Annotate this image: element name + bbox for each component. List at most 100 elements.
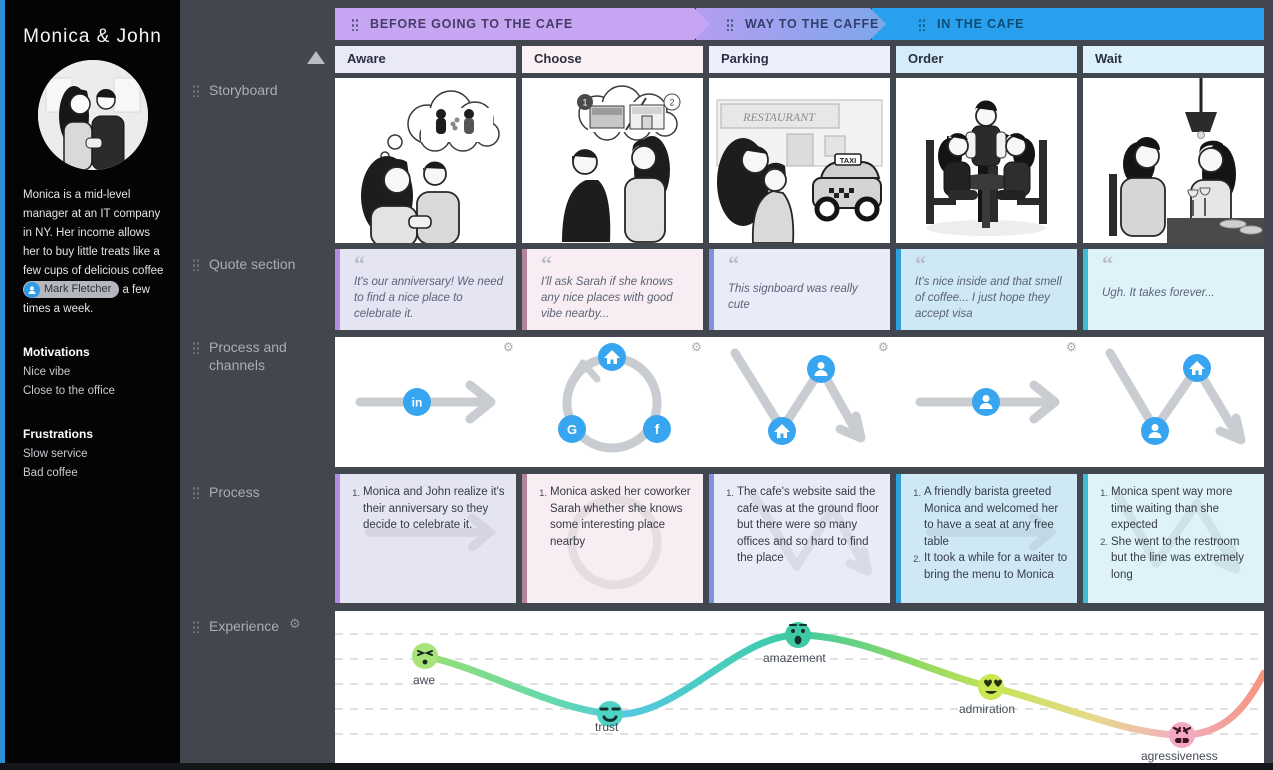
process-item: 1.A friendly barista greeted Monica and … bbox=[913, 486, 1059, 548]
quote-mark-icon: “ bbox=[541, 251, 552, 276]
svg-text:G: G bbox=[567, 422, 577, 437]
person-channel-icon bbox=[1141, 417, 1169, 445]
emoji-trust[interactable] bbox=[597, 701, 623, 727]
storyboard-cell-parking[interactable]: RESTAURANT TAXI bbox=[709, 78, 890, 243]
faded-zigzag-shape bbox=[748, 489, 872, 576]
experience-row[interactable]: awe trust amazement admiration agressive… bbox=[335, 611, 1264, 763]
svg-text:in: in bbox=[412, 396, 423, 410]
row-label-text: Process and channels bbox=[209, 339, 287, 373]
window-accent-strip bbox=[0, 0, 5, 763]
column-header-aware[interactable]: Aware bbox=[335, 46, 516, 73]
quote-cell-parking[interactable]: “ This signboard was really cute bbox=[709, 249, 890, 330]
process-and-channels-row[interactable]: in G f ⚙ ⚙ ⚙ ⚙ bbox=[335, 337, 1264, 467]
motivations-title: Motivations bbox=[23, 345, 90, 359]
stage-way-to-the-caffe[interactable]: WAY TO THE CAFFE bbox=[696, 8, 886, 40]
faded-arrow-shape bbox=[364, 513, 497, 552]
process-cell-aware[interactable]: 1.Monica and John realize it's their ann… bbox=[335, 474, 516, 603]
column-header-order[interactable]: Order bbox=[896, 46, 1077, 73]
svg-text:1: 1 bbox=[582, 98, 587, 108]
drag-handle-icon[interactable] bbox=[192, 84, 199, 97]
svg-text:RESTAURANT: RESTAURANT bbox=[742, 110, 816, 124]
row-label-experience[interactable]: Experience ⚙ bbox=[192, 617, 324, 635]
quote-cell-choose[interactable]: “ I'll ask Sarah if she knows any nice p… bbox=[522, 249, 703, 330]
column-settings-gear-icon[interactable]: ⚙ bbox=[503, 340, 514, 354]
faded-arrow-shape bbox=[925, 513, 1058, 552]
drag-handle-icon[interactable] bbox=[192, 258, 199, 271]
emoji-admiration[interactable] bbox=[978, 674, 1004, 700]
process-item: 1.Monica spent way more time waiting tha… bbox=[1100, 486, 1233, 531]
quote-cell-order[interactable]: “ It's nice inside and that smell of cof… bbox=[896, 249, 1077, 330]
quote-text: I'll ask Sarah if she knows any nice pla… bbox=[541, 276, 673, 320]
linked-person-chip[interactable]: Mark Fletcher bbox=[23, 281, 120, 299]
emotion-label-awe[interactable]: awe bbox=[413, 673, 436, 687]
process-cell-choose[interactable]: 1.Monica asked her coworker Sarah whethe… bbox=[522, 474, 703, 603]
process-item: 2.She went to the restroom but the line … bbox=[1100, 535, 1244, 581]
drag-handle-icon[interactable] bbox=[192, 620, 199, 633]
collapse-arrow-icon[interactable] bbox=[307, 51, 325, 64]
process-cell-wait[interactable]: 1.Monica spent way more time waiting tha… bbox=[1083, 474, 1264, 603]
row-label-process[interactable]: Process bbox=[192, 483, 324, 501]
person-icon bbox=[24, 281, 40, 298]
process-item: 2.It took a while for a waiter to bring … bbox=[913, 552, 1068, 581]
emotion-label-admiration[interactable]: admiration bbox=[959, 702, 1016, 716]
drag-handle-icon[interactable] bbox=[351, 18, 358, 31]
emotion-label-amazement[interactable]: amazement bbox=[763, 651, 826, 665]
frustrations-title: Frustrations bbox=[23, 427, 94, 441]
persona-description[interactable]: Monica is a mid-level manager at an IT c… bbox=[23, 186, 166, 319]
quote-cell-wait[interactable]: “ Ugh. It takes forever... bbox=[1083, 249, 1264, 330]
experience-curve-chart bbox=[335, 622, 1264, 748]
row-label-storyboard[interactable]: Storyboard bbox=[192, 81, 324, 99]
emotion-label-trust[interactable]: trust bbox=[595, 720, 619, 734]
emoji-awe[interactable] bbox=[412, 643, 438, 669]
persona-name[interactable]: Monica & John bbox=[23, 26, 162, 47]
column-settings-gear-icon[interactable]: ⚙ bbox=[1066, 340, 1077, 354]
process-list: 1.Monica spent way more time waiting tha… bbox=[1096, 484, 1256, 583]
drag-handle-icon[interactable] bbox=[918, 17, 925, 31]
emotion-label-agressiveness[interactable]: agressiveness bbox=[1141, 749, 1218, 763]
drag-handle-icon[interactable] bbox=[192, 341, 199, 354]
frustration-item[interactable]: Slow service bbox=[23, 448, 88, 460]
stage-label: BEFORE GOING TO THE CAFE bbox=[370, 17, 574, 31]
couple-thinking-anniversary-illustration bbox=[361, 90, 500, 243]
quote-cell-aware[interactable]: “ It's our anniversary! We need to find … bbox=[335, 249, 516, 330]
column-header-choose[interactable]: Choose bbox=[522, 46, 703, 73]
process-cell-parking[interactable]: 1.The cafe's website said the cafe was a… bbox=[709, 474, 890, 603]
person-channel-icon bbox=[807, 355, 835, 383]
linkedin-icon: in bbox=[403, 388, 431, 416]
column-settings-gear-icon[interactable]: ⚙ bbox=[691, 340, 702, 354]
process-cell-order[interactable]: 1.A friendly barista greeted Monica and … bbox=[896, 474, 1077, 603]
quote-text: It's our anniversary! We need to find a … bbox=[354, 276, 504, 320]
facebook-icon: f bbox=[643, 415, 671, 443]
stage-before-going-to-the-cafe[interactable]: BEFORE GOING TO THE CAFE bbox=[335, 8, 710, 40]
row-label-process-and-channels[interactable]: Process and channels bbox=[192, 338, 324, 374]
channels-graphic: in G f bbox=[355, 343, 1246, 453]
experience-settings-gear-icon[interactable]: ⚙ bbox=[289, 616, 301, 631]
column-header-parking[interactable]: Parking bbox=[709, 46, 890, 73]
svg-text:f: f bbox=[655, 421, 660, 437]
process-item: 1.Monica asked her coworker Sarah whethe… bbox=[539, 486, 691, 548]
drag-handle-icon[interactable] bbox=[726, 18, 733, 31]
emoji-amazement[interactable] bbox=[785, 622, 811, 648]
motivation-item[interactable]: Close to the office bbox=[23, 385, 115, 397]
website-home-icon bbox=[598, 343, 626, 371]
drag-handle-icon[interactable] bbox=[192, 486, 199, 499]
emoji-agressiveness[interactable] bbox=[1169, 722, 1195, 748]
storyboard-cell-aware[interactable] bbox=[335, 78, 516, 243]
row-label-quote-section[interactable]: Quote section bbox=[192, 255, 324, 273]
storyboard-cell-wait[interactable] bbox=[1083, 78, 1264, 243]
quote-mark-icon: “ bbox=[1102, 251, 1113, 276]
couple-choosing-restaurant-illustration: 1 2 bbox=[562, 85, 681, 243]
quote-mark-icon: “ bbox=[354, 251, 365, 276]
svg-text:2: 2 bbox=[669, 98, 674, 108]
persona-avatar[interactable] bbox=[37, 60, 148, 170]
storyboard-cell-choose[interactable]: 1 2 bbox=[522, 78, 703, 243]
stage-label: WAY TO THE CAFFE bbox=[745, 17, 880, 31]
storyboard-cell-order[interactable] bbox=[896, 78, 1077, 243]
column-settings-gear-icon[interactable]: ⚙ bbox=[878, 340, 889, 354]
motivation-item[interactable]: Nice vibe bbox=[23, 366, 71, 378]
column-header-wait[interactable]: Wait bbox=[1083, 46, 1264, 73]
persona-sidebar: Monica & John Monica is a bbox=[5, 0, 180, 763]
frustration-item[interactable]: Bad coffee bbox=[23, 467, 78, 479]
stage-in-the-cafe[interactable]: IN THE CAFE bbox=[872, 8, 1264, 40]
